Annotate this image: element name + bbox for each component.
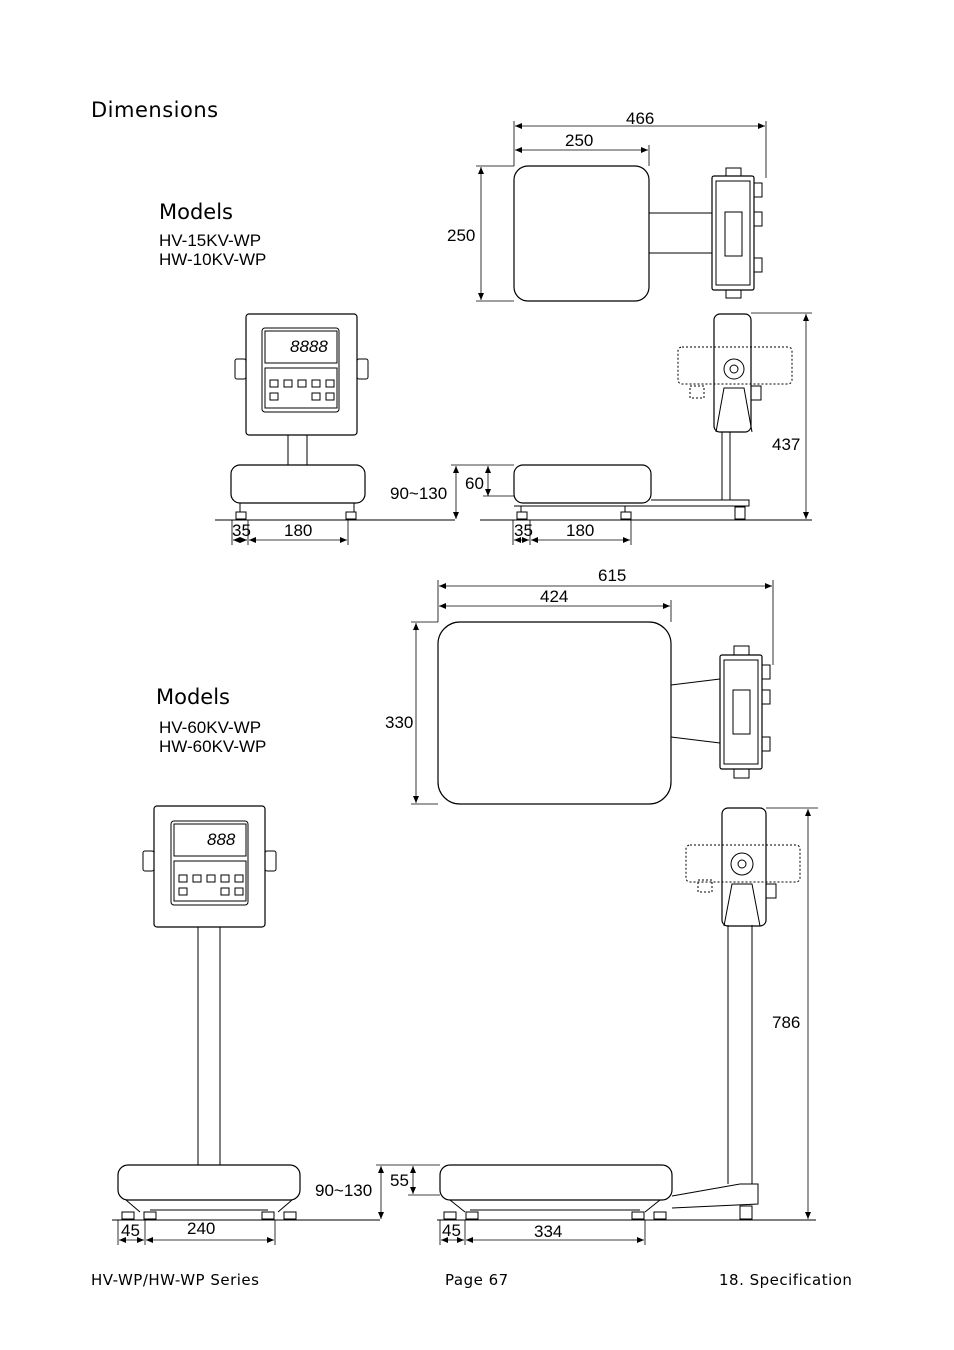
top-view-large [437, 621, 771, 805]
dim-foot-span-front-1: 180 [284, 521, 313, 540]
footer-series: HV-WP/HW-WP Series [91, 1271, 260, 1289]
dim-foot-offset-side-2: 45 [442, 1221, 461, 1240]
section-title: Dimensions [91, 98, 219, 122]
top-view-small [513, 165, 763, 302]
dim-platform-height-range-2: 90~130 [315, 1181, 373, 1200]
front-view-small: 8888 [230, 313, 369, 520]
dim-platform-depth-2: 330 [385, 713, 414, 732]
dim-foot-span-side-1: 180 [566, 521, 595, 540]
dim-foot-offset-front-2: 45 [121, 1221, 140, 1240]
dim-foot-span-side-2: 334 [534, 1222, 563, 1241]
dim-total-width-1: 466 [626, 109, 655, 128]
front-view-large: 888 [117, 805, 301, 1220]
dim-platform-height-1: 60 [465, 474, 484, 493]
model-name-1a: HV-15KV-WP [159, 231, 262, 250]
dim-foot-offset-side-1: 35 [514, 521, 533, 540]
model-name-2b: HW-60KV-WP [159, 737, 267, 756]
dim-total-width-2: 615 [598, 566, 627, 585]
dim-platform-height-2: 55 [390, 1171, 409, 1190]
dim-platform-depth-1: 250 [447, 226, 476, 245]
model-name-1b: HW-10KV-WP [159, 250, 267, 269]
dim-foot-span-front-2: 240 [187, 1219, 216, 1238]
models-heading-1: Models [159, 200, 233, 224]
footer-page-number: Page 67 [445, 1271, 509, 1289]
dim-platform-width-1: 250 [565, 131, 594, 150]
side-view-large [439, 807, 801, 1220]
footer-chapter: 18. Specification [719, 1271, 853, 1289]
models-heading-2: Models [156, 685, 230, 709]
dim-height-total-1: 437 [772, 435, 801, 454]
svg-text:8888: 8888 [290, 337, 328, 356]
side-view-small [513, 313, 793, 520]
dim-platform-height-range-1: 90~130 [390, 484, 448, 503]
model-name-2a: HV-60KV-WP [159, 718, 262, 737]
dim-height-total-2: 786 [772, 1013, 801, 1032]
svg-text:888: 888 [207, 830, 236, 849]
dim-foot-offset-front-1: 35 [232, 521, 251, 540]
dim-platform-width-2: 424 [540, 587, 569, 606]
